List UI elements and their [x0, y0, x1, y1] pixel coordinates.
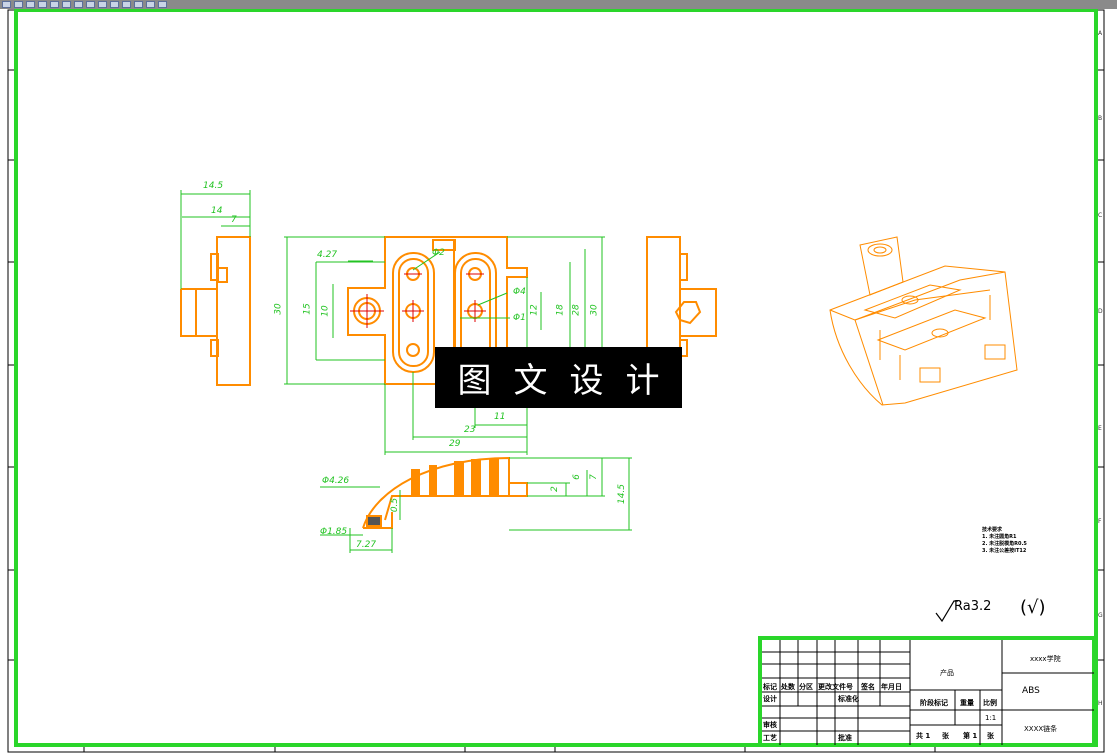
toolbar-icon[interactable]: [134, 1, 143, 8]
tb-total: 共 1: [916, 732, 931, 740]
toolbar-icon[interactable]: [110, 1, 119, 8]
tech-req-item: 3. 未注公差按IT12: [982, 548, 1027, 554]
technical-requirements: 技术要求 1. 未注圆角R1 2. 未注脱模角R0.5 3. 未注公差按IT12: [982, 527, 1027, 555]
toolbar-icon[interactable]: [122, 1, 131, 8]
title-block-frame: [758, 636, 1096, 747]
toolbar-icon[interactable]: [98, 1, 107, 8]
tb-process: 工艺: [763, 734, 777, 742]
tech-req-item: 2. 未注脱模角R0.5: [982, 541, 1027, 547]
tb-page: 第 1: [963, 732, 978, 740]
toolbar-icon[interactable]: [14, 1, 23, 8]
tb-material: ABS: [1022, 686, 1040, 696]
front-view-centerlines: [350, 273, 486, 328]
toolbar-icon[interactable]: [62, 1, 71, 8]
ruler-letter: G: [1098, 612, 1103, 619]
roughness-value: Ra3.2: [954, 599, 992, 614]
ruler-letter: F: [1098, 518, 1102, 525]
drawing-frame: [14, 9, 1098, 747]
ruler-letter: A: [1098, 30, 1103, 37]
isometric-view: [829, 236, 1018, 406]
toolbar-icon[interactable]: [50, 1, 59, 8]
ruler-letter: H: [1098, 700, 1103, 707]
tb-drawing-name: XXXX链条: [1024, 725, 1058, 733]
ruler-letter: B: [1098, 115, 1103, 122]
tech-req-title: 技术要求: [982, 527, 1003, 533]
tb-scale: 1:1: [985, 714, 997, 722]
tb-header: 标记: [763, 683, 777, 691]
ruler-letter: D: [1098, 308, 1103, 315]
tb-header: 分区: [799, 683, 813, 691]
tb-header: 签名: [861, 683, 875, 691]
toolbar-icon[interactable]: [26, 1, 35, 8]
left-side-view: [180, 236, 251, 386]
roughness-check-icon: [935, 600, 958, 623]
tb-review: 审核: [763, 721, 777, 729]
ruler-letter: C: [1098, 212, 1103, 219]
surface-roughness-symbol: Ra3.2 (√): [934, 597, 1074, 625]
ruler-letter: E: [1098, 425, 1102, 432]
toolbar-icon[interactable]: [2, 1, 11, 8]
cad-drawing-canvas[interactable]: [0, 9, 1117, 755]
tech-req-item: 1. 未注圆角R1: [982, 534, 1017, 540]
tb-header: 年月日: [881, 683, 902, 691]
tb-design: 设计: [763, 695, 777, 703]
toolbar-icon[interactable]: [38, 1, 47, 8]
left-view-dimensions: [180, 190, 251, 289]
toolbar-icon[interactable]: [86, 1, 95, 8]
toolbar-icon[interactable]: [158, 1, 167, 8]
toolbar-icon[interactable]: [74, 1, 83, 8]
tb-weight: 重量: [960, 699, 974, 707]
front-view-dimensions: [284, 236, 605, 455]
roughness-bracket: (√): [1020, 597, 1046, 618]
tb-product: 产品: [940, 669, 954, 677]
tb-stage: 阶段标记: [920, 699, 948, 707]
section-view-dimensions: [320, 457, 632, 553]
tb-approve: 批准: [838, 734, 852, 742]
tb-sheets: 张: [987, 732, 994, 740]
section-view: [362, 456, 528, 529]
watermark-banner: 图文设计: [435, 347, 682, 408]
tb-header: 处数: [781, 683, 795, 691]
tb-scale-label: 比例: [983, 699, 997, 707]
toolbar-icon[interactable]: [146, 1, 155, 8]
tb-sheets: 张: [942, 732, 949, 740]
tb-header: 更改文件号: [818, 683, 853, 691]
tb-standardize: 标准化: [838, 695, 859, 703]
tb-school: xxxx学院: [1030, 655, 1061, 663]
toolbar-strip: [0, 0, 1117, 9]
